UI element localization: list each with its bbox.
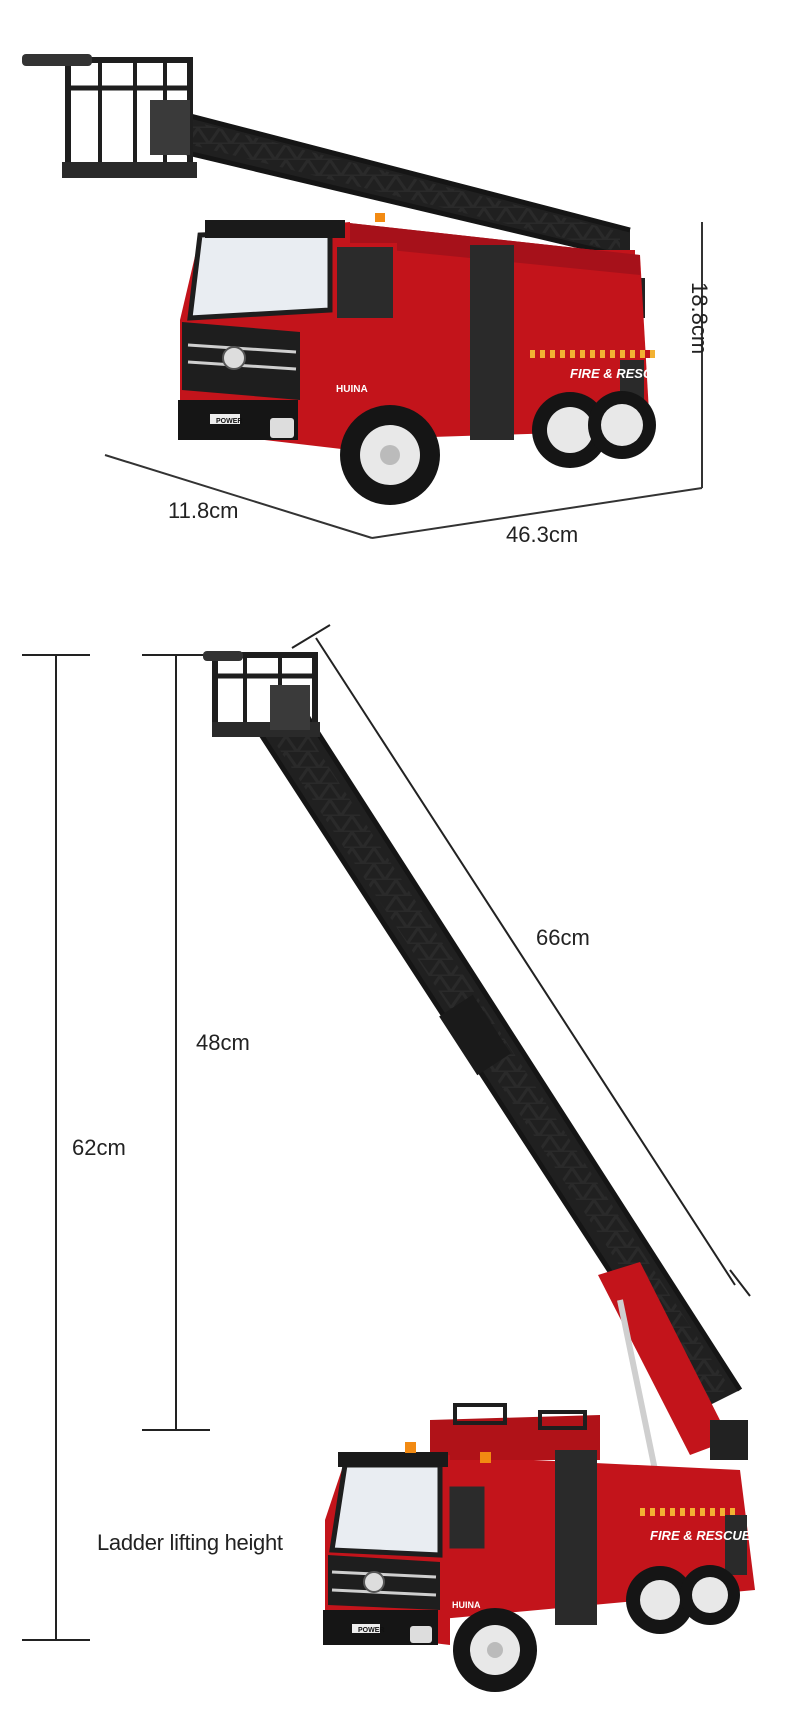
total-height-label: 62cm — [72, 1135, 126, 1160]
length-label: 46.3cm — [506, 522, 579, 547]
bottom-brand-text: HUINA — [452, 1600, 481, 1610]
bottom-side-text: FIRE & RESCUE — [650, 1528, 751, 1543]
top-side-text: FIRE & RESCUE — [570, 366, 671, 381]
bottom-wheel-front — [453, 1608, 537, 1692]
height-label: 18.8cm — [687, 282, 712, 355]
top-dimension-lines — [104, 222, 703, 539]
bottom-grille-text: POWER — [358, 1627, 384, 1634]
bottom-truck-image: FIRE & RESCUE HUINA POWER — [203, 651, 755, 1692]
ladder-extension-label: 66cm — [536, 925, 590, 950]
top-truck-cab — [178, 213, 397, 450]
bottom-truck-cab — [323, 1442, 491, 1645]
top-grille-text: POWER — [216, 418, 242, 425]
bottom-dimension-lines — [22, 624, 751, 1641]
bottom-wheel-rear-1 — [626, 1566, 694, 1634]
ladder-lifting-height-caption: Ladder lifting height — [97, 1530, 283, 1555]
bottom-wheel-rear-2 — [680, 1565, 740, 1625]
top-truck-body — [340, 222, 655, 440]
bottom-boom-arm — [598, 1262, 730, 1455]
depth-label: 11.8cm — [168, 498, 239, 523]
top-brand-text: HUINA — [336, 384, 368, 395]
top-rescue-basket — [22, 54, 197, 178]
lift-height-label: 48cm — [196, 1030, 250, 1055]
bottom-ladder-boom — [255, 703, 743, 1412]
top-wheel-rear-1 — [532, 392, 608, 468]
bottom-rescue-basket — [203, 651, 320, 737]
top-ladder-boom — [174, 109, 631, 261]
top-wheel-front — [340, 405, 440, 505]
top-wheel-rear-2 — [588, 391, 656, 459]
top-truck-image: FIRE & RESCUE HUINA POWER — [22, 54, 671, 505]
